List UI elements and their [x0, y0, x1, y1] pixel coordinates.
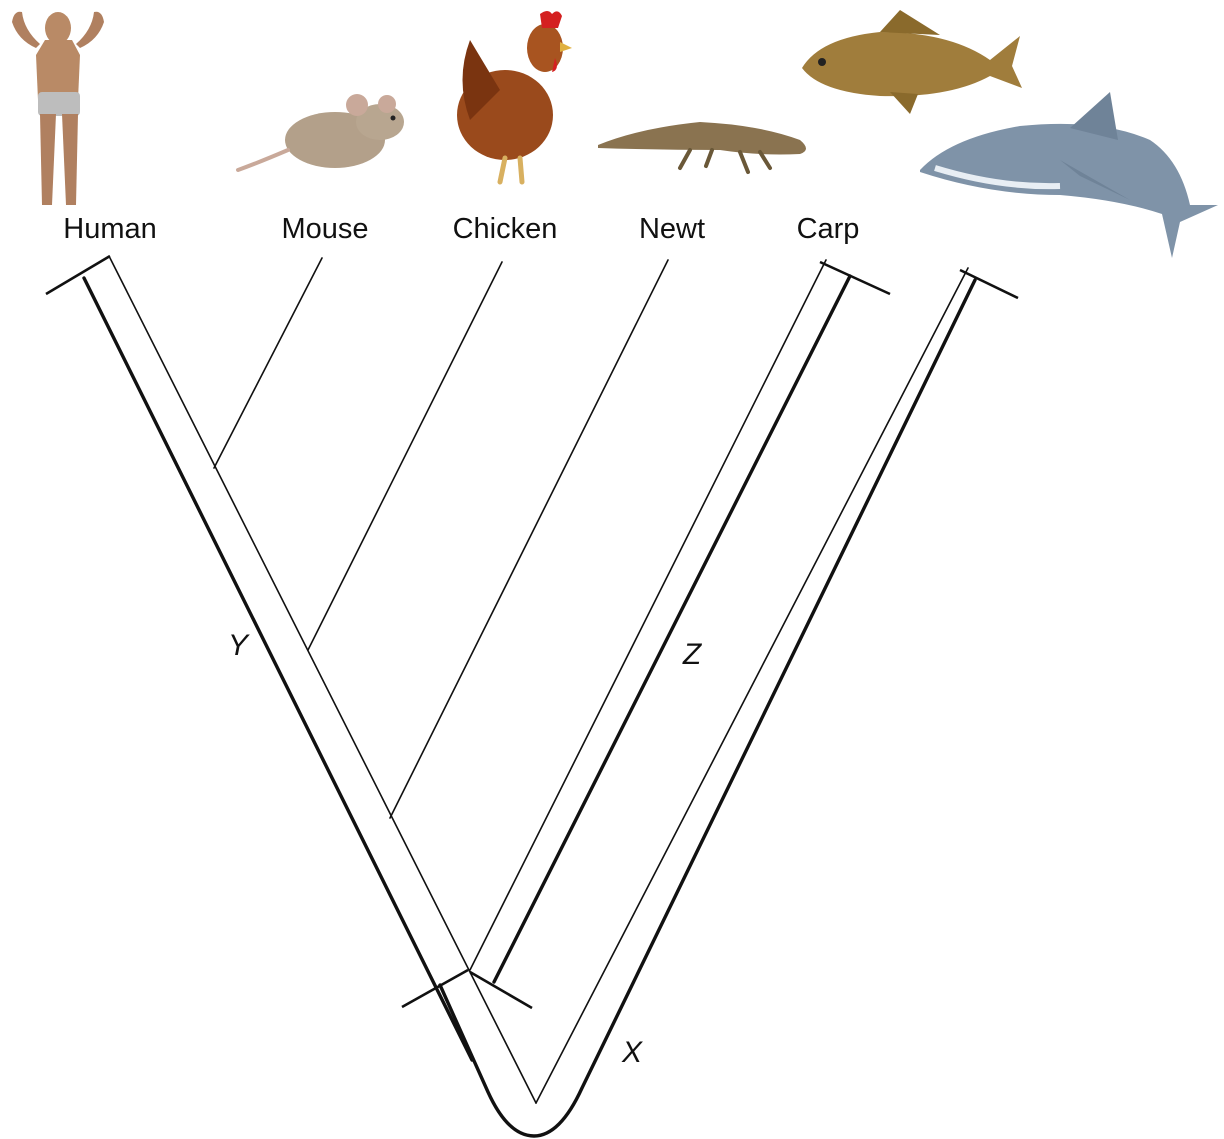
taxon-label-carp: Carp — [797, 213, 860, 245]
shark-fish-icon — [920, 92, 1218, 258]
taxon-label-mouse: Mouse — [281, 213, 368, 245]
branch-x-highlight — [402, 270, 1018, 1136]
branch-y-highlight — [46, 256, 472, 1060]
mouse-animal-icon — [238, 94, 404, 170]
branch-mouse — [214, 258, 322, 468]
branch-label-y: Y — [228, 629, 250, 662]
branch-z-highlight — [470, 262, 890, 1008]
branch-chicken — [308, 262, 502, 650]
taxon-label-human: Human — [63, 213, 157, 245]
taxon-label-newt: Newt — [639, 213, 705, 245]
human-figure-icon — [12, 12, 104, 205]
taxon-label-chicken: Chicken — [453, 213, 558, 245]
branch-human — [110, 258, 536, 1103]
branch-label-z: Z — [682, 638, 703, 671]
branch-newt — [390, 260, 668, 818]
carp-fish-icon — [802, 10, 1022, 114]
chicken-animal-icon — [457, 11, 572, 182]
branch-label-x: X — [621, 1036, 643, 1069]
newt-animal-icon — [598, 122, 806, 172]
branch-carp — [470, 260, 826, 970]
